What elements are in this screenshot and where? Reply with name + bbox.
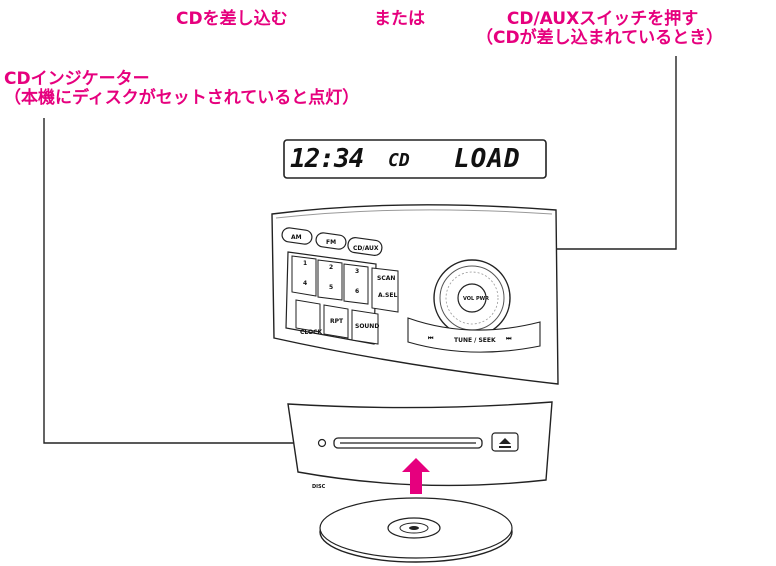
cdaux-instruction-line1: CD/AUXスイッチを押す xyxy=(506,9,699,29)
indicator-leader-line xyxy=(43,118,314,444)
or-label: または xyxy=(374,9,425,29)
tune-seek-rocker[interactable] xyxy=(407,317,541,353)
scan-button[interactable] xyxy=(371,267,399,313)
asl-label: A.SEL xyxy=(378,292,397,299)
cd-indicator-light xyxy=(317,438,327,448)
lcd-source: CD xyxy=(388,150,410,171)
seek-back-icon: ⏮ xyxy=(428,335,434,342)
eject-icon-bar xyxy=(499,446,511,448)
preset-5-label: 5 xyxy=(329,284,333,291)
cd-indicator-line1: CDインジケーター xyxy=(4,69,150,89)
lcd-display xyxy=(283,139,547,179)
seek-forward-icon: ⏭ xyxy=(506,335,512,342)
unit-badge: DISC xyxy=(312,484,326,490)
preset-6-label: 6 xyxy=(355,288,359,295)
preset-3-button[interactable] xyxy=(343,263,369,305)
insert-arrow xyxy=(402,458,430,494)
am-button[interactable]: AM xyxy=(281,227,313,245)
cdaux-instruction: CD/AUXスイッチを押す （CDが差し込まれているとき） xyxy=(476,9,723,48)
knob-ring-outer xyxy=(445,271,499,325)
preset-1-button[interactable] xyxy=(291,255,317,297)
clock-label: CLOCK xyxy=(300,329,323,336)
volume-knob[interactable]: VOL PWR xyxy=(433,259,511,337)
preset-1-label: 1 xyxy=(303,260,307,267)
tune-seek-label: TUNE / SEEK xyxy=(454,337,496,344)
scan-label: SCAN xyxy=(377,275,395,282)
rpt-label: RPT xyxy=(330,318,344,325)
cd-disc xyxy=(319,497,513,563)
svg-text:AM: AM xyxy=(291,234,302,241)
preset-3-label: 3 xyxy=(355,268,359,275)
insert-cd-label: CDを差し込む xyxy=(176,9,288,29)
sound-label: SOUND xyxy=(355,323,379,330)
eject-icon xyxy=(499,438,511,444)
cdaux-instruction-line2: （CDが差し込まれているとき） xyxy=(476,28,724,48)
lcd-status: LOAD xyxy=(454,144,521,174)
svg-text:VOL PWR: VOL PWR xyxy=(463,296,489,302)
clock-button[interactable] xyxy=(295,299,321,333)
cd-indicator-line2: （本機にディスクがセットされていると点灯） xyxy=(4,88,360,108)
svg-text:FM: FM xyxy=(326,239,336,246)
front-panel-edge xyxy=(275,209,553,219)
preset-2-label: 2 xyxy=(329,264,333,271)
svg-text:CD/AUX: CD/AUX xyxy=(353,245,379,252)
fm-button[interactable]: FM xyxy=(315,232,347,250)
sound-button[interactable] xyxy=(351,309,379,345)
rpt-button[interactable] xyxy=(323,304,349,339)
preset-2-button[interactable] xyxy=(317,259,343,301)
eject-button[interactable] xyxy=(491,432,519,452)
cd-indicator-label: CDインジケーター （本機にディスクがセットされていると点灯） xyxy=(4,70,359,108)
cdaux-button[interactable]: CD/AUX xyxy=(347,237,383,257)
preset-4-label: 4 xyxy=(303,280,307,287)
lcd-time: 12:34 xyxy=(290,144,364,174)
